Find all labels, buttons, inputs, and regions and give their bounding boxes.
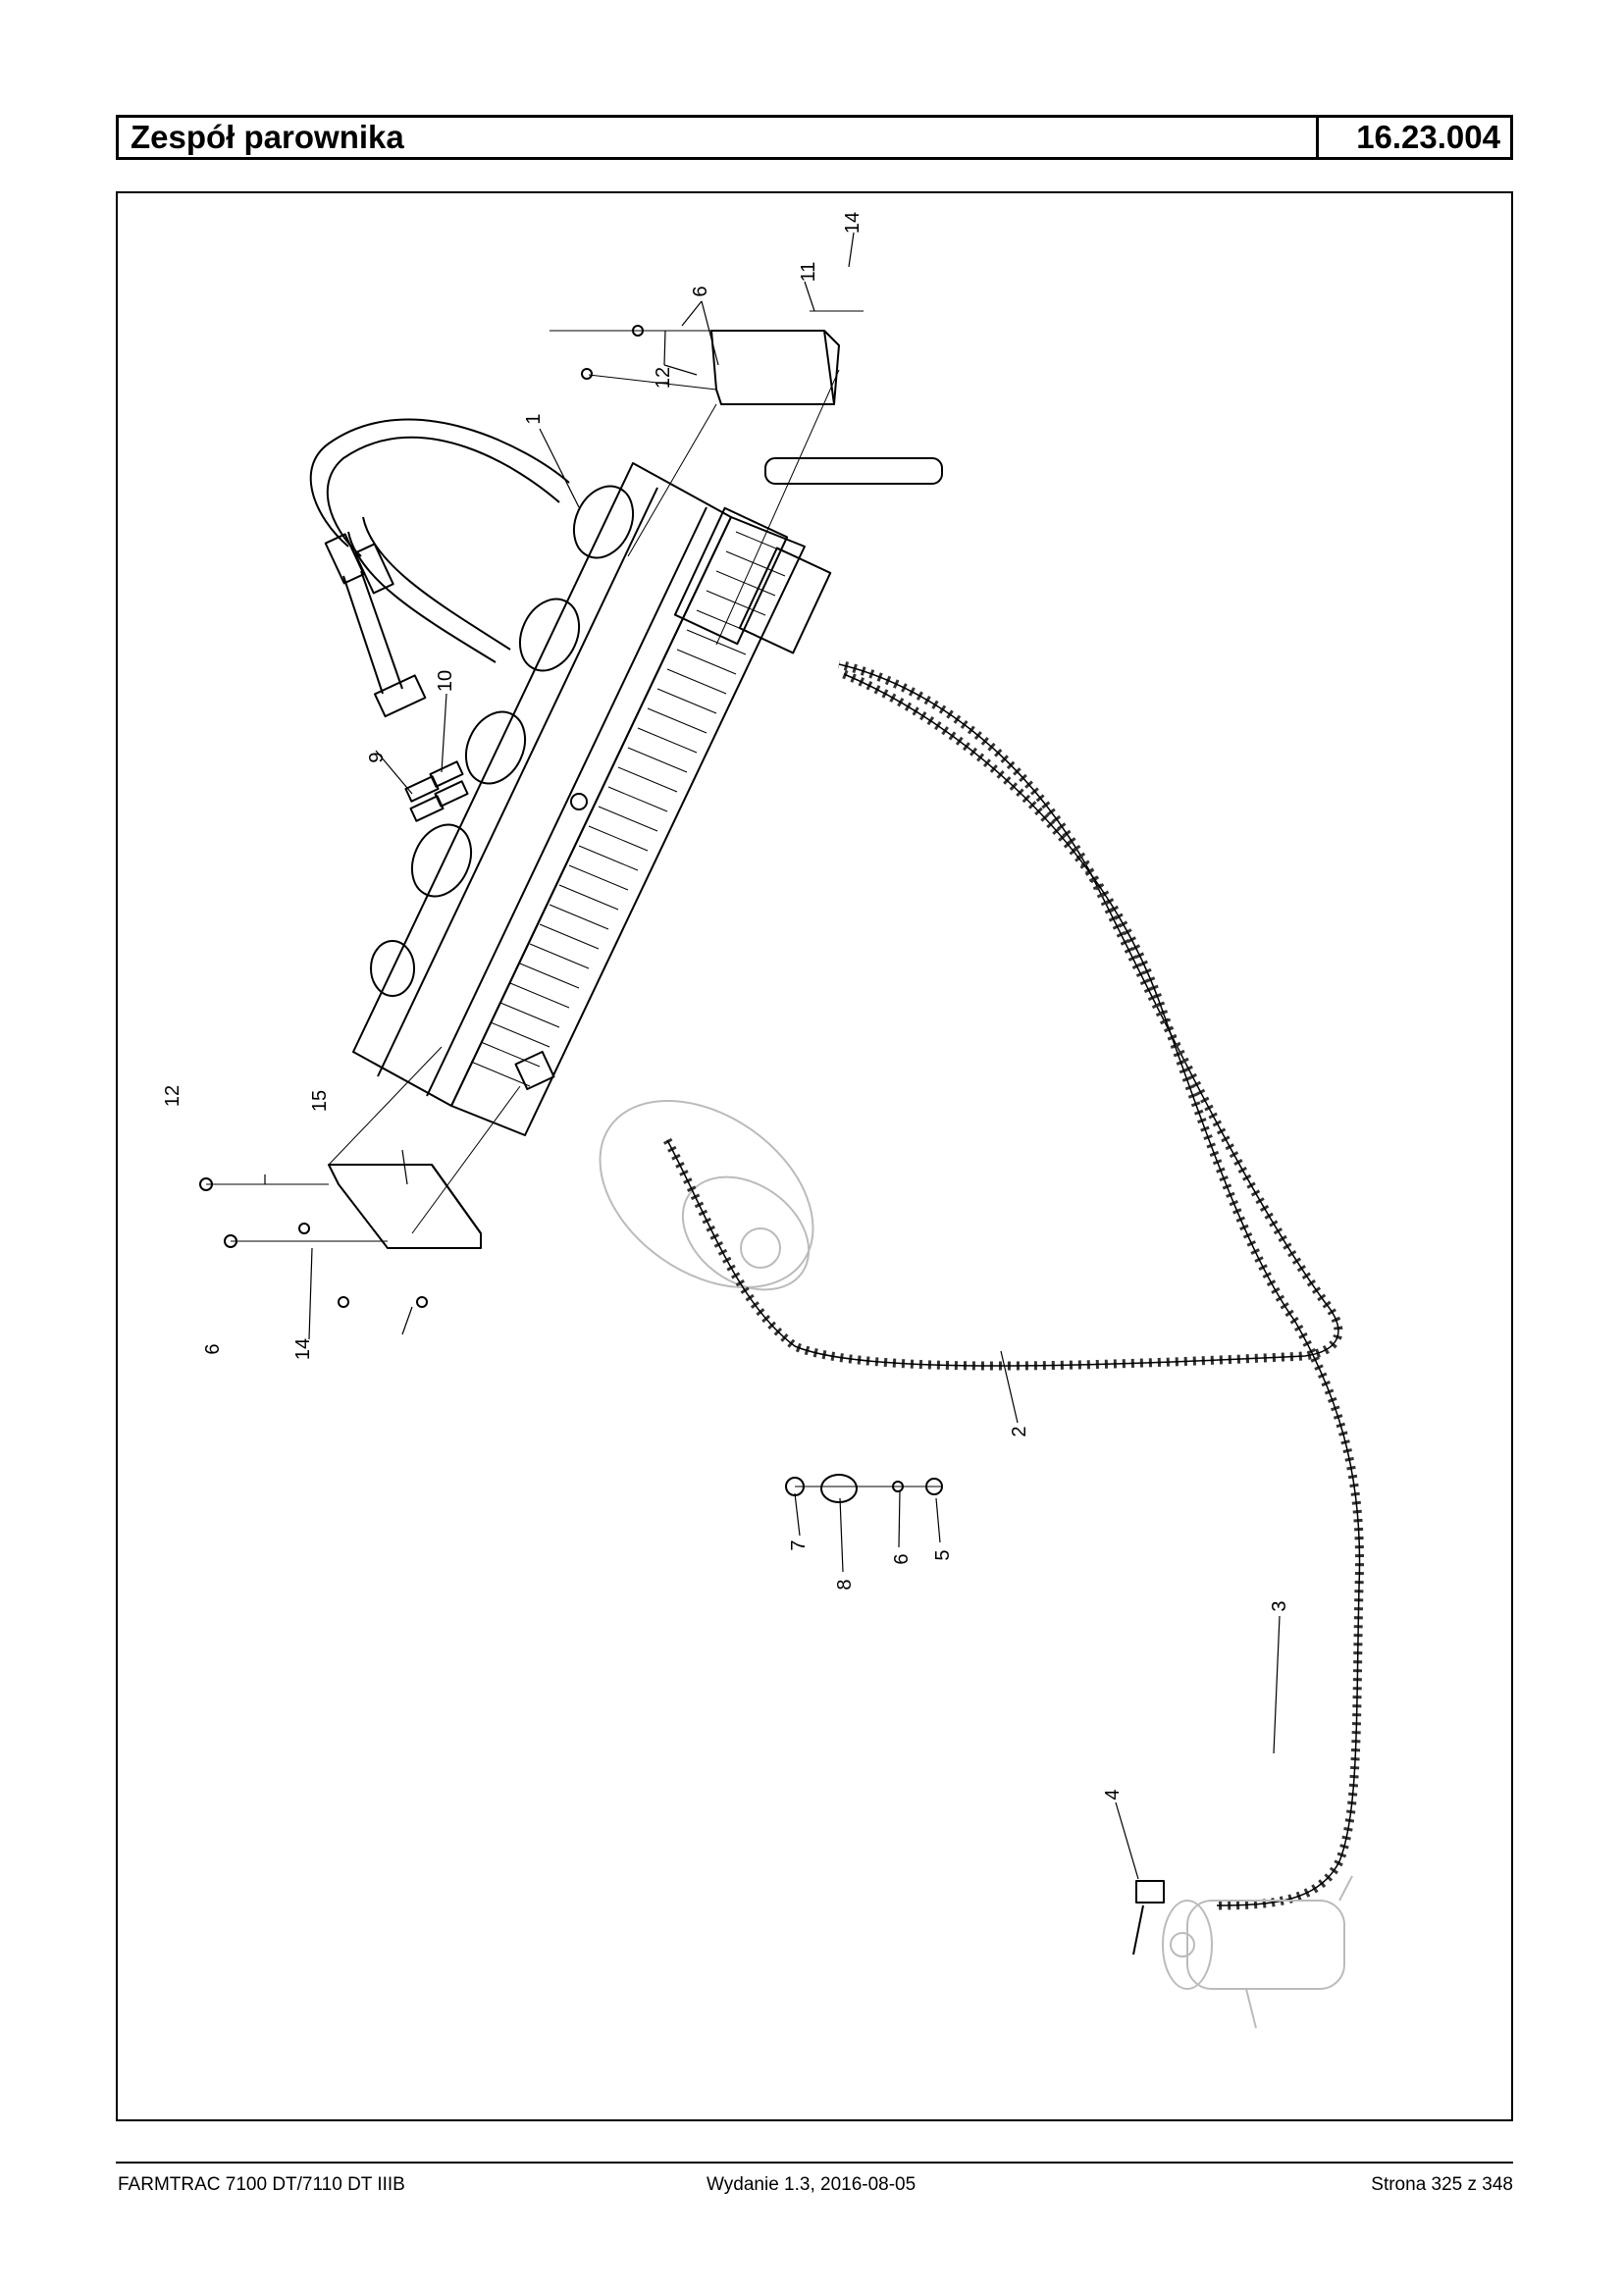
callout-8: 8 — [834, 1579, 856, 1590]
callout-11: 11 — [798, 262, 819, 283]
callout-1: 1 — [523, 413, 545, 424]
callout-12-top: 12 — [653, 367, 674, 389]
callout-3: 3 — [1269, 1600, 1290, 1611]
callout-12-left: 12 — [162, 1085, 183, 1107]
callout-14-top: 14 — [842, 212, 864, 234]
callout-6-left: 6 — [202, 1343, 224, 1354]
footer-model: FARMTRAC 7100 DT/7110 DT IIIB — [118, 2174, 405, 2195]
refrigerant-hose-3 — [842, 669, 1365, 1910]
callout-4: 4 — [1102, 1789, 1124, 1799]
callout-14-left: 14 — [292, 1338, 314, 1360]
callout-10: 10 — [435, 670, 456, 692]
callout-6-bottom: 6 — [891, 1553, 913, 1564]
footer-edition: Wydanie 1.3, 2016-08-05 — [707, 2174, 917, 2195]
evaporator-housing — [352, 462, 832, 1136]
callout-7: 7 — [788, 1539, 810, 1550]
refrigerant-hose-2 — [663, 659, 1343, 1371]
callout-9: 9 — [366, 752, 388, 762]
page-header: Zespół parownika 16.23.004 — [116, 115, 1513, 160]
exploded-view-drawing: 1 2 3 4 5 6 6 6 7 8 9 10 11 12 12 14 14 … — [162, 212, 1365, 2029]
compressor — [599, 1099, 814, 1291]
bracket-right — [550, 310, 943, 646]
fixing-parts — [785, 1474, 943, 1503]
section-code: 16.23.004 — [1356, 119, 1500, 155]
drawing-frame: 1 2 3 4 5 6 6 6 7 8 9 10 11 12 12 14 14 … — [116, 191, 1513, 2121]
valve-fittings — [404, 760, 469, 822]
callout-5: 5 — [932, 1549, 954, 1560]
footer-rule — [116, 2162, 1513, 2164]
bracket-left — [199, 1046, 521, 1308]
receiver-drier — [1162, 1875, 1353, 2029]
callout-2: 2 — [1009, 1426, 1030, 1436]
heater-hoses — [309, 418, 570, 718]
footer-page-number: Strona 325 z 348 — [1371, 2174, 1513, 2195]
callout-15: 15 — [309, 1090, 331, 1112]
hose-clip-4 — [1132, 1880, 1165, 1956]
callout-6-top: 6 — [690, 286, 711, 296]
section-title: Zespół parownika — [119, 118, 1319, 157]
